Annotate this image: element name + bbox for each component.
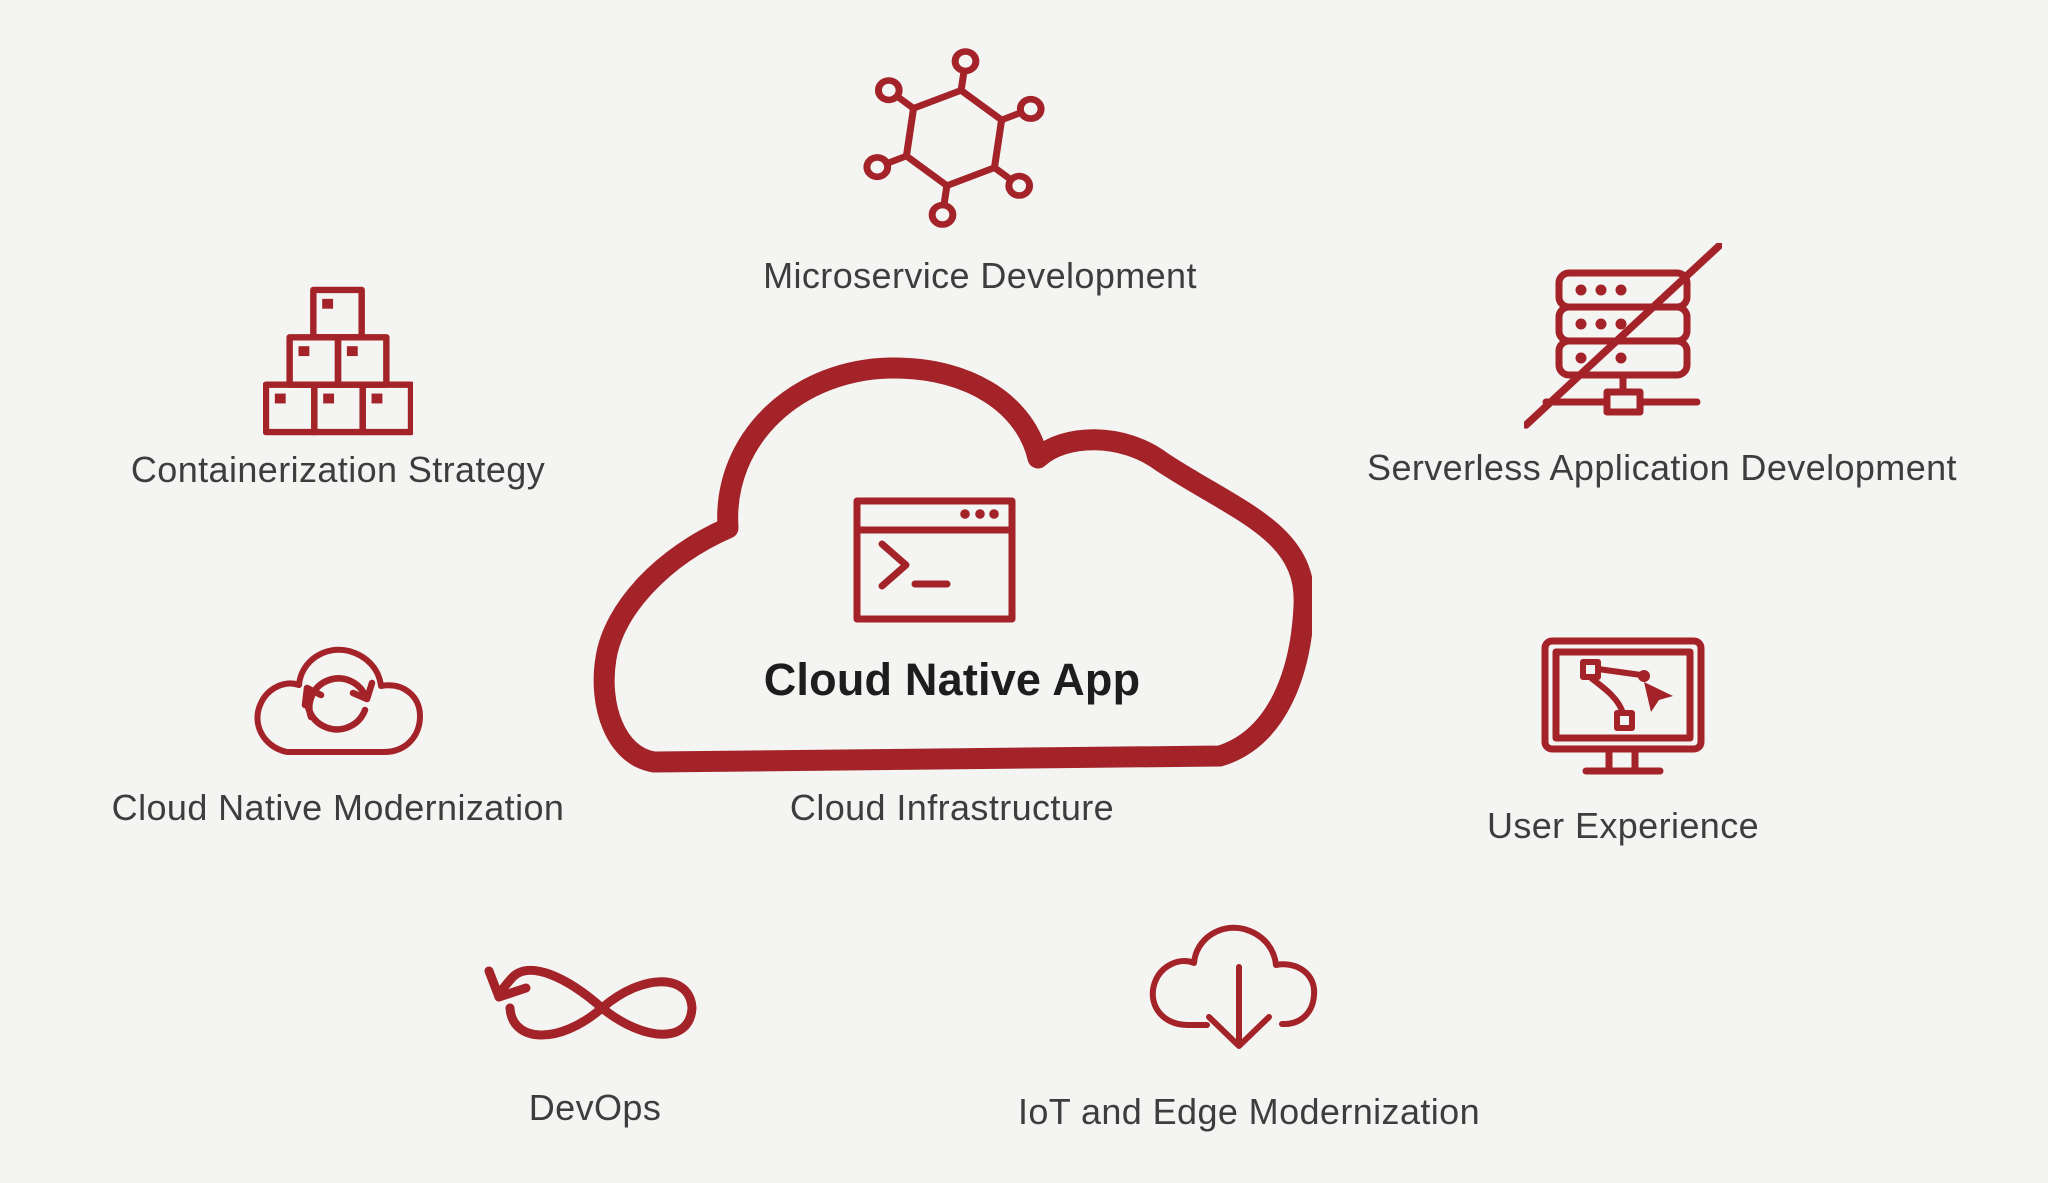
label-cloud-native-modernization: Cloud Native Modernization [111, 787, 565, 828]
label-devops: DevOps [528, 1087, 662, 1128]
cloud-outline-icon [590, 350, 1312, 780]
center-title: Cloud Native App [763, 654, 1141, 705]
label-serverless-application-development: Serverless Application Development [1367, 447, 1957, 488]
cloud-download-icon [1146, 915, 1336, 1057]
label-iot-and-edge-modernization: IoT and Edge Modernization [1017, 1091, 1481, 1132]
molecule-icon [858, 48, 1050, 228]
label-containerization-strategy: Containerization Strategy [130, 449, 546, 490]
label-microservice-development: Microservice Development [763, 255, 1197, 296]
monitor-design-icon [1541, 637, 1705, 778]
label-user-experience: User Experience [1486, 805, 1760, 846]
serverless-crossed-server-icon [1524, 243, 1722, 429]
infinity-arrow-icon [484, 948, 702, 1052]
cloud-sync-icon [249, 638, 437, 760]
terminal-window-icon [853, 497, 1016, 623]
label-cloud-infrastructure: Cloud Infrastructure [789, 787, 1115, 828]
container-boxes-icon [263, 286, 413, 436]
